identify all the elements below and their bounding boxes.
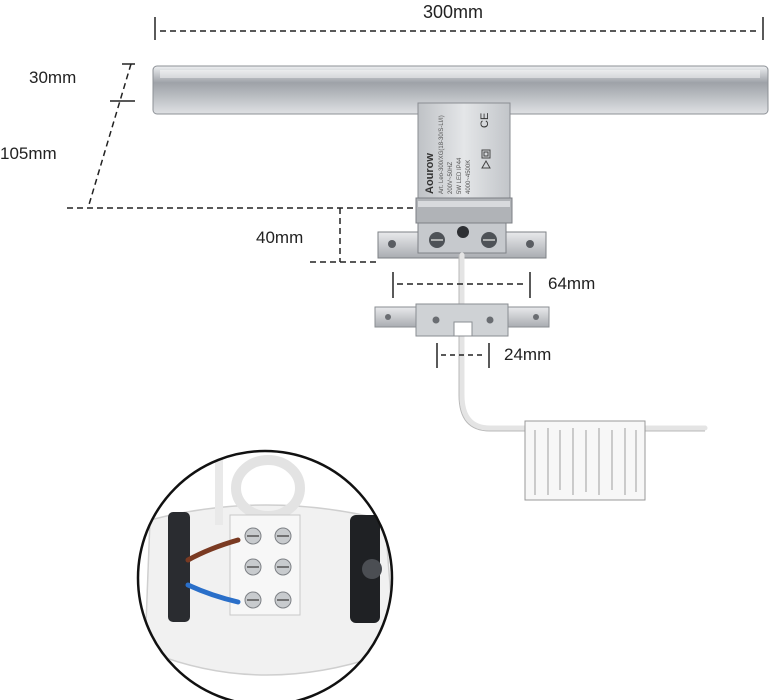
bracket-span-dimension-line [392,272,531,298]
lamp-bar [152,65,769,115]
brand-logo: Aourow [424,153,436,194]
power-label: 5W LED IP44 [457,157,463,194]
svg-text:CE: CE [479,113,491,128]
screw-icon [429,226,497,248]
terminal-screw-icon [244,527,292,609]
bracket-span-dimension-label: 64mm [548,274,596,293]
thickness-dimension-label: 30mm [29,68,77,87]
temperature-label: 4000~4500K [466,159,472,194]
safety-symbols-icon [481,149,491,169]
voltage-label: 200V~50HZ [448,161,454,194]
thickness-dimension-line [87,63,135,209]
bracket-hole-dimension-label: 24mm [504,345,552,364]
wall-bracket [374,303,550,337]
depth-dimension-label: 105mm [0,144,57,163]
model-label: Art. Leo-300/XG(18-30/S-LI/I) [439,115,445,194]
height-dimension-label: 40mm [256,228,304,247]
driver-box [415,102,513,224]
brown-wire [185,537,241,563]
width-dimension-line [154,17,764,40]
power-cable [459,252,708,431]
bracket-hole-dimension-line [436,343,490,368]
ce-mark-icon: CE [479,113,491,128]
connector-card [524,420,646,501]
blue-wire [185,582,241,605]
height-dimension-line [310,208,380,263]
width-dimension-label: 300mm [423,2,484,22]
connector-detail-inset [136,449,394,700]
